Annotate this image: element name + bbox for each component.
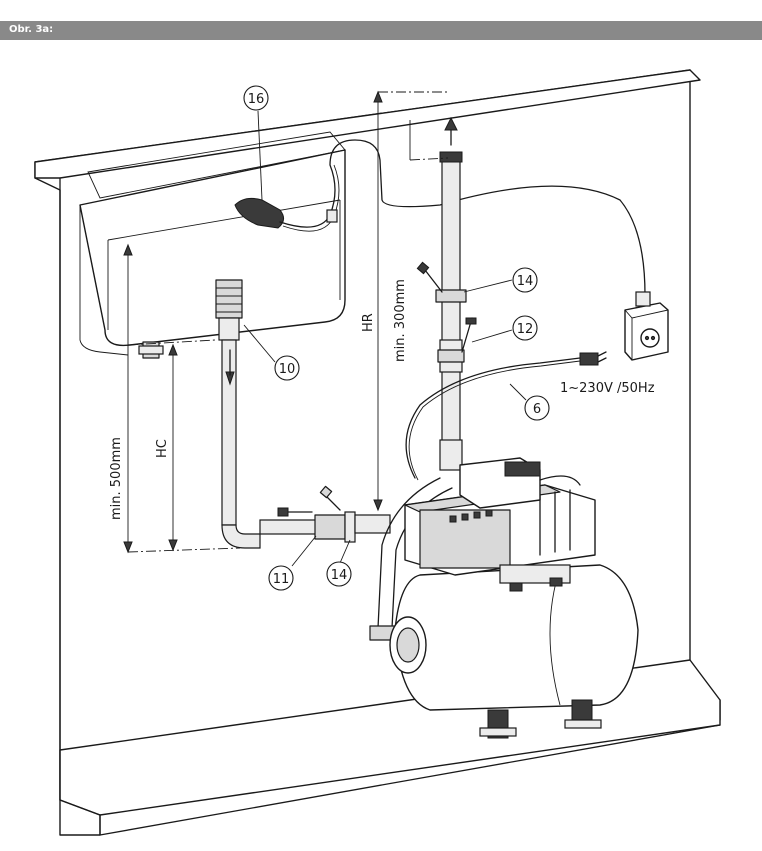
figure-title: Obr. 3a: [9, 24, 54, 35]
float-switch [234, 139, 646, 296]
min-500mm-label: min. 500mm [109, 437, 124, 520]
callout-16: 16 [243, 85, 269, 111]
dimension-lines [123, 90, 449, 554]
callout-12-label: 12 [517, 322, 534, 337]
callout-14-top: 14 [512, 267, 538, 293]
power-supply-label: 1~230V /50Hz [560, 381, 655, 396]
callout-14-bottom-label: 14 [331, 568, 348, 583]
callout-10: 10 [274, 355, 300, 381]
pressure-pipe [416, 116, 477, 471]
pressure-tank [389, 564, 639, 739]
callout-11: 11 [268, 565, 294, 591]
callout-12: 12 [512, 315, 538, 341]
callout-6-label: 6 [533, 402, 541, 417]
min-300mm-label: min. 300mm [393, 279, 408, 362]
callout-14-bottom: 14 [326, 561, 352, 587]
callout-6: 6 [524, 395, 550, 421]
water-tank [79, 131, 346, 356]
hc-label: HC [155, 439, 170, 458]
callout-14-top-label: 14 [517, 274, 534, 289]
hr-label: HR [361, 313, 376, 332]
callout-16-label: 16 [248, 92, 265, 107]
suction-pipe [215, 279, 391, 549]
power-cable [405, 351, 607, 481]
leader-lines [243, 110, 527, 567]
callout-10-label: 10 [279, 362, 296, 377]
callout-11-label: 11 [273, 572, 290, 587]
control-box [624, 291, 669, 361]
pump-unit [404, 457, 596, 592]
wall-panel [34, 69, 721, 836]
tank-outlet-fitting [138, 341, 164, 359]
figure-header-bar: Obr. 3a: [0, 21, 762, 40]
